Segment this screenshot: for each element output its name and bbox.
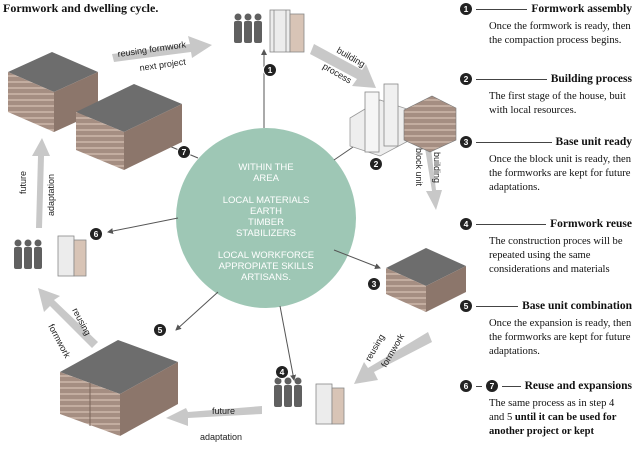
step-description: The construction proces will be repeated… [489,236,623,275]
svg-text:3: 3 [372,279,377,289]
center-line: EARTH [249,206,283,217]
house-combination [60,340,178,436]
badge-6: 6 [89,227,103,241]
label-formwork-left: formwork [46,322,72,360]
step-description: The first stage of the house, buit with … [489,91,626,116]
house-expansion [8,52,182,170]
center-line: LOCAL MATERIALS [222,195,310,206]
step-2: 2 Building process The first stage of th… [460,71,632,118]
step-title: Building process [550,73,632,85]
step-number: 3 [460,136,472,148]
step-6-7: 6 7 Reuse and expansions The same proces… [460,378,632,439]
step-5: 5 Base unit combination Once the expansi… [460,298,632,359]
step-description: Once the formwork is ready, then the com… [489,21,631,46]
step-description: Once the block unit is ready, then the f… [489,154,631,193]
label-block-unit: block unit [414,148,424,187]
step-number: 5 [460,300,472,312]
badge-4: 4 [275,365,289,379]
house-base-unit [386,248,466,312]
badge-1: 1 [263,63,277,77]
badge-7: 7 [177,145,191,159]
label-next-project: next project [139,57,187,73]
center-line: TIMBER [248,217,284,228]
svg-text:2: 2 [374,159,379,169]
formwork-assembly-icon [349,83,457,157]
step-number: 6 [460,380,472,392]
people-group-icon-3 [14,235,87,277]
center-line: LOCAL WORKFORCE [217,250,315,261]
people-group-icon [234,13,262,43]
step-number: 4 [460,218,472,230]
step-number: 7 [486,380,498,392]
diagram-title: Formwork and dwelling cycle. [3,1,159,15]
step-title: Formwork assembly [531,3,632,15]
formwork-panel-icon [269,9,305,53]
center-line: AREA [253,173,279,184]
svg-text:5: 5 [158,325,163,335]
step-description: The same process as in step 4 and 5 unti… [489,398,617,437]
badge-3: 3 [367,277,381,291]
step-3: 3 Base unit ready Once the block unit is… [460,134,632,195]
badge-2: 2 [369,157,383,171]
center-line: WITHIN THE [238,162,294,173]
step-title: Reuse and expansions [524,380,632,392]
center-circle [176,128,356,308]
center-line: APPROPIATE SKILLS [218,261,314,272]
center-text: WITHIN THE AREA LOCAL MATERIALS EARTH TI… [186,162,346,283]
badge-5: 5 [153,323,167,337]
step-1: 1 Formwork assembly Once the formwork is… [460,1,632,48]
center-line: STABILIZERS [235,228,296,239]
svg-text:1: 1 [268,65,273,75]
step-title: Formwork reuse [550,218,632,230]
label-adaptation: adaptation [200,432,242,442]
step-number: 2 [460,73,472,85]
label-future: future [212,406,235,416]
step-title: Base unit ready [555,136,632,148]
people-group-icon-2 [274,377,345,425]
label-adaptation-left: adaptation [46,174,56,216]
label-future-left: future [18,171,28,194]
step-number: 1 [460,3,472,15]
step-4: 4 Formwork reuse The construction proces… [460,216,632,277]
center-line: ARTISANS. [241,272,291,283]
step-title: Base unit combination [522,300,632,312]
step-description: Once the expansion is ready, then the fo… [489,318,632,357]
svg-text:4: 4 [280,367,285,377]
svg-text:7: 7 [182,147,187,157]
cycle-arrows [32,36,442,426]
svg-text:6: 6 [94,229,99,239]
steps-panel: 1 Formwork assembly Once the formwork is… [460,0,632,446]
label-building-2: building [432,152,442,183]
